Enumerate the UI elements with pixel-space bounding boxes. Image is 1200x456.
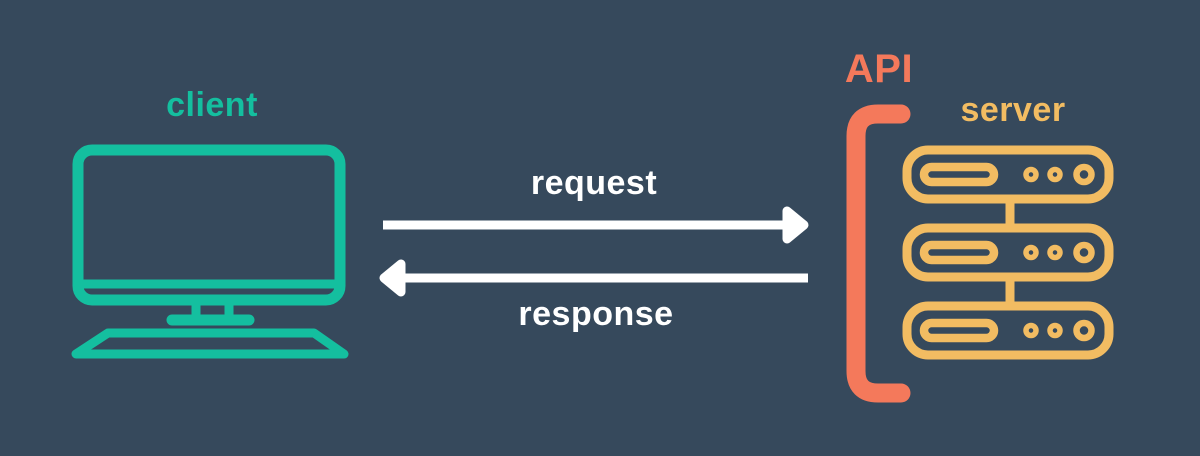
server-label: server [960,91,1066,129]
rack-unit [902,223,1114,282]
client-label: client [166,86,258,124]
server-rack-icon [902,145,1114,360]
monitor-icon [71,144,349,359]
rack-unit [902,145,1114,204]
response-label: response [518,295,674,333]
request-label: request [530,164,658,202]
request-arrow-icon [383,206,809,244]
left-bracket-icon [846,104,911,403]
rack-unit [902,301,1114,360]
response-arrow-icon [379,259,808,297]
api-label: API [844,47,914,91]
